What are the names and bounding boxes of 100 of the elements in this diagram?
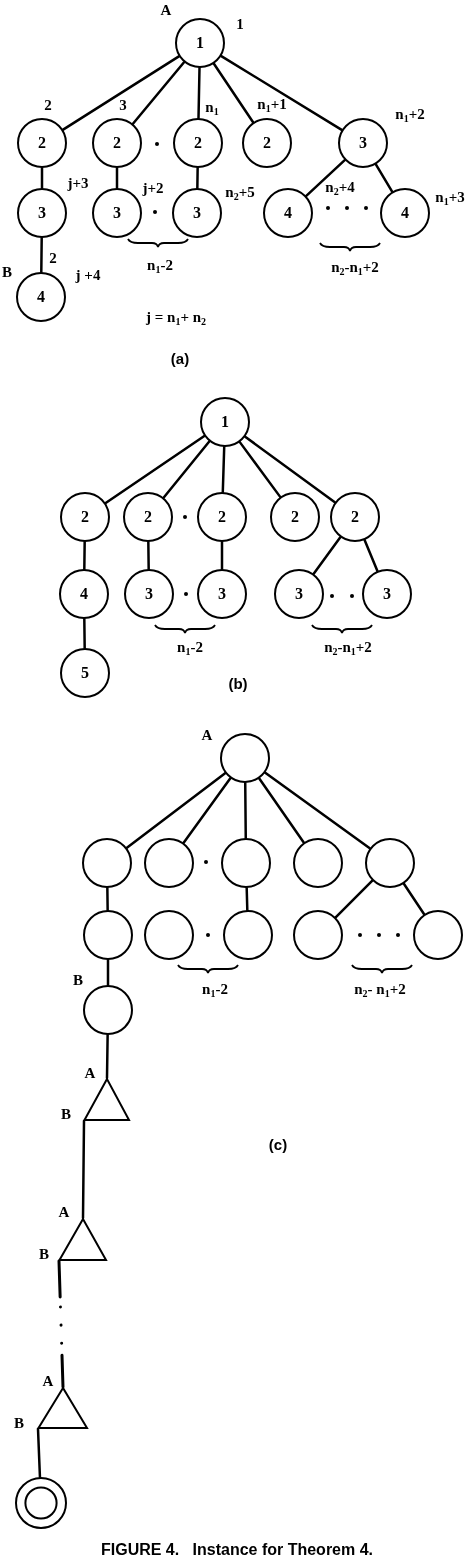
node-annotation: B: [39, 1246, 49, 1262]
figure-caption: FIGURE 4. Instance for Theorem 4.: [100, 1542, 374, 1558]
tree-node-circle: 3: [338, 118, 388, 168]
tree-edge: [220, 540, 224, 571]
tree-node-circle: 2: [123, 492, 173, 542]
tree-edge: [243, 435, 337, 504]
double-circle-node: [15, 1477, 67, 1529]
tree-node-circle: [83, 985, 133, 1035]
node-annotation: A: [58, 1204, 70, 1220]
panel-label: (a): [170, 350, 190, 366]
node-annotation: A: [84, 1065, 96, 1081]
tree-node-circle: [413, 910, 463, 960]
tree-edge: [245, 886, 249, 912]
tree-node-circle: 4: [380, 188, 430, 238]
node-annotation: B: [61, 1106, 71, 1122]
tree-node-circle: 2: [270, 492, 320, 542]
tree-node-circle: 2: [60, 492, 110, 542]
tree-node-circle: 3: [92, 188, 142, 238]
node-annotation: 2: [44, 97, 52, 113]
node-annotation: n$_{2}$+5: [225, 184, 255, 202]
tree-node-circle: 2: [92, 118, 142, 168]
node-annotation: j+3: [67, 175, 89, 191]
tree-node-circle: 2: [197, 492, 247, 542]
panel-label: (b): [228, 675, 248, 691]
tree-edge: [40, 236, 43, 274]
tree-edge: [197, 66, 201, 120]
node-annotation: B: [73, 972, 83, 988]
tree-node-circle: [82, 838, 132, 888]
tree-node-circle: 2: [330, 492, 380, 542]
tree-edge: [264, 771, 371, 850]
tree-node-circle: [220, 733, 270, 783]
tree-node-circle: 4: [16, 272, 66, 322]
tree-node-circle: 5: [60, 648, 110, 698]
tree-edge: [363, 538, 379, 573]
brace-label: j = n$_{1}$+ n$_{2}$: [146, 309, 206, 327]
node-annotation: A: [42, 1373, 54, 1389]
brace-label: n$_{2}$-n$_{1}$+2: [324, 639, 372, 657]
tree-edge: [162, 440, 211, 499]
node-annotation: n$_{1}$+3: [435, 189, 465, 207]
tree-edge: [244, 781, 247, 840]
tree-edge: [147, 540, 150, 571]
tree-edge: [196, 166, 199, 190]
node-annotation: 1: [236, 16, 244, 32]
tree-node-circle: [83, 910, 133, 960]
tree-edge: [258, 777, 305, 844]
tree-edge: [115, 166, 119, 190]
node-annotation: A: [201, 727, 213, 743]
triangle-subtree: [59, 1218, 107, 1261]
tree-edge: [36, 1427, 42, 1479]
tree-node-circle: 3: [124, 569, 174, 619]
tree-node-circle: 2: [17, 118, 67, 168]
triangle-subtree: [84, 1078, 130, 1121]
tree-edge: [220, 54, 343, 132]
brace-label: n$_{1}$-2: [147, 257, 173, 275]
tree-node-circle: 3: [197, 569, 247, 619]
node-annotation: B: [2, 264, 12, 280]
tree-node-circle: 1: [175, 18, 225, 68]
node-annotation: B: [14, 1415, 24, 1431]
tree-edge: [238, 440, 282, 499]
tree-edge: [40, 166, 44, 190]
tree-node-circle: 3: [17, 188, 67, 238]
tree-node-circle: [221, 838, 271, 888]
tree-edge: [83, 617, 86, 650]
brace-label: n$_{2}$-n$_{1}$+2: [331, 259, 379, 277]
tree-edge: [104, 434, 206, 505]
tree-edge: [61, 55, 181, 131]
tree-edge: [83, 540, 86, 571]
tree-edge: [125, 771, 227, 850]
brace-label: n$_{1}$-2: [177, 639, 203, 657]
node-annotation: j +4: [75, 267, 101, 283]
tree-node-circle: 3: [362, 569, 412, 619]
tree-node-circle: 4: [59, 569, 109, 619]
node-annotation: A: [160, 2, 172, 18]
tree-edge: [81, 1119, 86, 1220]
tree-edge: [106, 886, 109, 912]
dotted-connector: [57, 1259, 65, 1389]
tree-edge: [131, 61, 186, 125]
tree-edge: [334, 879, 374, 919]
tree-node-circle: [144, 910, 194, 960]
tree-edge: [182, 777, 232, 844]
tree-node-circle: 3: [274, 569, 324, 619]
tree-edge: [374, 163, 394, 193]
node-annotation: n$_{1}$+1: [257, 96, 287, 114]
tree-node-circle: 2: [242, 118, 292, 168]
tree-edge: [106, 958, 110, 987]
panel-label: (c): [268, 1136, 288, 1152]
node-annotation: 3: [119, 97, 127, 113]
brace-label: n$_{2}$- n$_{1}$+2: [354, 981, 406, 999]
node-annotation: n$_{1}$: [205, 99, 219, 117]
tree-node-circle: [293, 910, 343, 960]
tree-node-circle: 4: [263, 188, 313, 238]
tree-edge: [105, 1033, 109, 1080]
tree-edge: [402, 882, 426, 916]
tree-edge: [212, 62, 255, 124]
node-annotation: n$_{2}$+4: [325, 179, 355, 197]
tree-edge: [221, 445, 226, 494]
tree-node-circle: [144, 838, 194, 888]
tree-node-circle: 1: [200, 397, 250, 447]
triangle-subtree: [38, 1387, 88, 1429]
tree-node-circle: [293, 838, 343, 888]
